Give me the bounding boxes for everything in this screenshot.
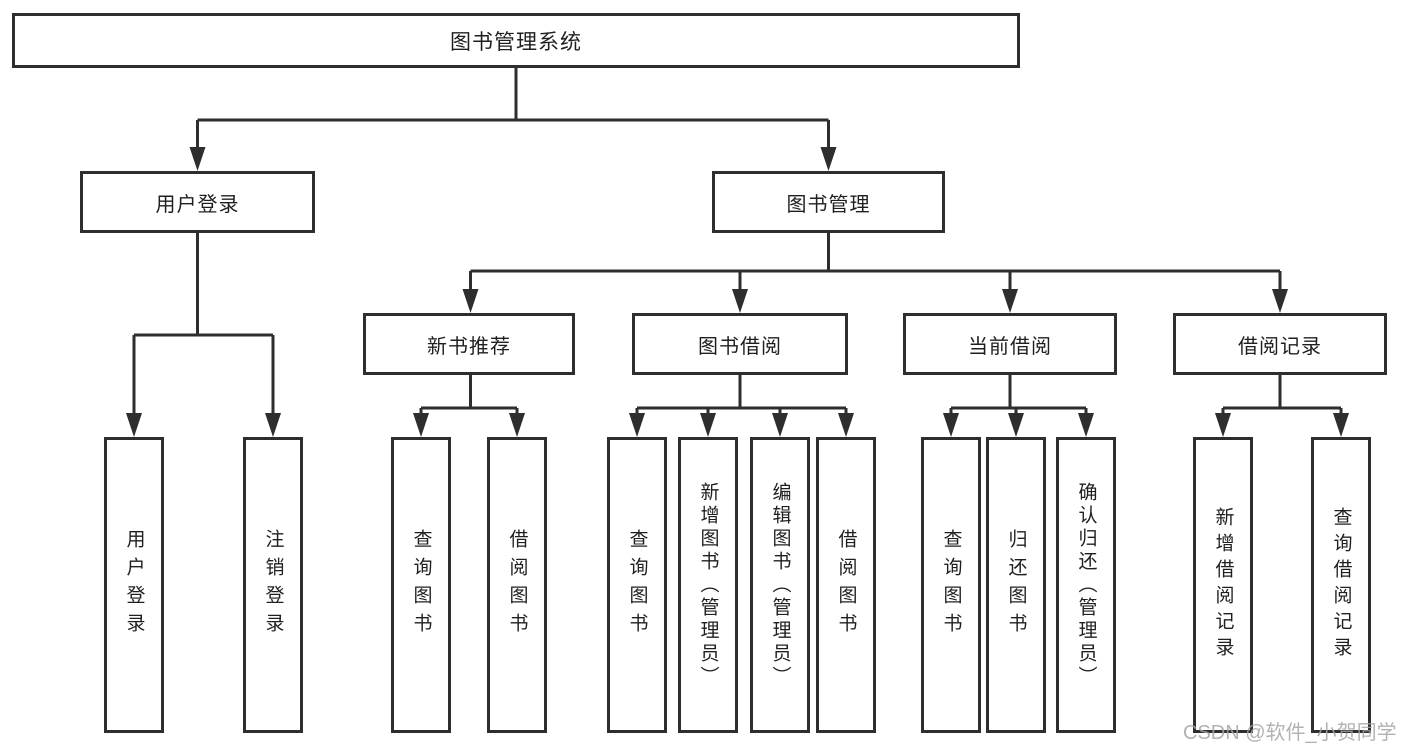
leaf-query-books-borrow: 查询图书 [607, 437, 667, 733]
connector-book-management [462, 233, 1288, 313]
connector-new-book [413, 375, 525, 437]
leaf-query-borrow-record-label: 查询借阅记录 [1330, 507, 1352, 663]
connector-root [189, 67, 837, 171]
leaf-logout: 注销登录 [243, 437, 303, 733]
leaf-add-books-admin-label: 新增图书（管理员） [697, 481, 719, 689]
node-book-borrow: 图书借阅 [632, 313, 848, 375]
leaf-edit-books-admin: 编辑图书（管理员） [750, 437, 810, 733]
node-new-book-recommend: 新书推荐 [363, 313, 575, 375]
leaf-confirm-return-admin: 确认归还（管理员） [1056, 437, 1116, 733]
leaf-user-login-label: 用户登录 [123, 529, 145, 641]
connector-borrow-record [1215, 375, 1349, 437]
leaf-add-borrow-record-label: 新增借阅记录 [1212, 507, 1234, 663]
node-root: 图书管理系统 [12, 13, 1020, 68]
leaf-edit-books-admin-label: 编辑图书（管理员） [769, 481, 791, 689]
leaf-confirm-return-admin-label: 确认归还（管理员） [1075, 481, 1097, 689]
node-book-management: 图书管理 [712, 171, 945, 233]
leaf-user-login: 用户登录 [104, 437, 164, 733]
leaf-borrow-books-label: 借阅图书 [835, 529, 857, 641]
leaf-add-books-admin: 新增图书（管理员） [678, 437, 738, 733]
leaf-borrow-books-recommend-label: 借阅图书 [506, 529, 528, 641]
node-book-management-label: 图书管理 [786, 193, 871, 216]
node-user-login-label: 用户登录 [155, 193, 240, 216]
leaf-add-borrow-record: 新增借阅记录 [1193, 437, 1253, 733]
connector-user-login [126, 233, 281, 437]
node-root-label: 图书管理系统 [450, 30, 582, 54]
connector-current-borrow [943, 375, 1094, 437]
leaf-query-books-recommend-label: 查询图书 [410, 529, 432, 641]
leaf-query-books-current: 查询图书 [921, 437, 981, 733]
node-new-book-recommend-label: 新书推荐 [427, 335, 511, 358]
node-user-login: 用户登录 [80, 171, 315, 233]
leaf-query-books-borrow-label: 查询图书 [626, 529, 648, 641]
leaf-borrow-books-recommend: 借阅图书 [487, 437, 547, 733]
leaf-borrow-books: 借阅图书 [816, 437, 876, 733]
leaf-query-books-current-label: 查询图书 [940, 529, 962, 641]
csdn-watermark: CSDN @软件_小贺同学 [1183, 722, 1397, 744]
connector-book-borrow [629, 375, 854, 437]
node-book-borrow-label: 图书借阅 [698, 335, 782, 358]
leaf-return-books: 归还图书 [986, 437, 1046, 733]
node-borrow-record-label: 借阅记录 [1238, 335, 1322, 358]
leaf-query-books-recommend: 查询图书 [391, 437, 451, 733]
leaf-return-books-label: 归还图书 [1005, 529, 1027, 641]
leaf-query-borrow-record: 查询借阅记录 [1311, 437, 1371, 733]
node-current-borrow-label: 当前借阅 [968, 335, 1052, 358]
node-current-borrow: 当前借阅 [903, 313, 1117, 375]
node-borrow-record: 借阅记录 [1173, 313, 1387, 375]
leaf-logout-label: 注销登录 [262, 529, 284, 641]
